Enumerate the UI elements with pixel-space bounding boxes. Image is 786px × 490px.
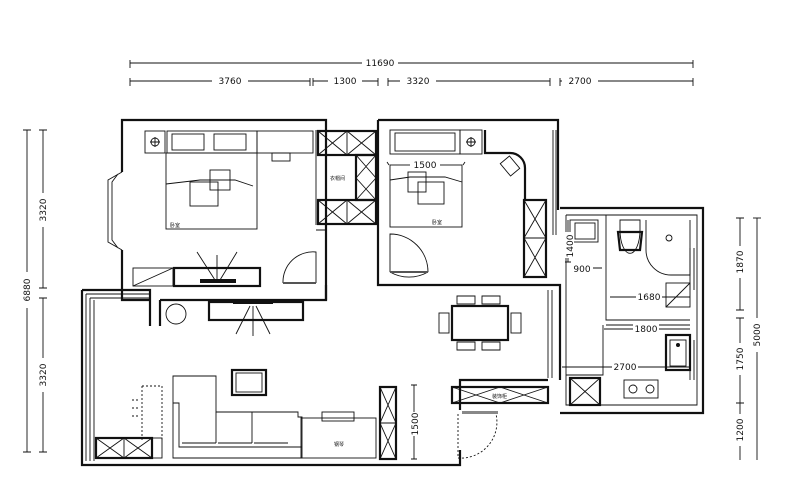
overall-height-label: 6880 xyxy=(23,278,33,301)
right-dimensions: 1870 1750 1200 5000 xyxy=(734,217,763,460)
walk-in-closet-label: 衣帽间 xyxy=(330,175,345,182)
dim-kitchen-width: 2700 xyxy=(614,363,637,373)
dim-bath-kitchen-width: 2700 xyxy=(569,77,592,87)
living-dining: 钢琴 1500 装饰柜 xyxy=(94,295,550,461)
overall-width-label: 11690 xyxy=(366,59,395,69)
dim-living-depth: 3320 xyxy=(39,363,49,386)
dim-master-bedroom-width: 3760 xyxy=(219,77,242,87)
walls xyxy=(80,118,705,467)
dim-kitchen-depth: 1750 xyxy=(736,347,746,370)
walk-in-closet: 衣帽间 xyxy=(316,129,378,226)
master-bedroom: 卧室 xyxy=(132,130,317,288)
overall-right-height: 5000 xyxy=(753,323,763,346)
top-dimensions: 11690 3760 1300 3320 2700 xyxy=(129,57,694,87)
dim-hall-width: 1800 xyxy=(635,325,658,335)
dim-second-bedroom-width: 3320 xyxy=(407,77,430,87)
bath-kitchen: 1400 900 1680 1800 2700 xyxy=(562,219,692,407)
entry-cabinet-label: 装饰柜 xyxy=(492,393,507,400)
dim-corridor-width: 900 xyxy=(573,265,590,275)
dim-closet-width: 1300 xyxy=(334,77,357,87)
second-bedroom: 1500 卧室 xyxy=(386,129,548,279)
dim-bedroom-depth: 3320 xyxy=(39,198,49,221)
dim-bed-width: 1500 xyxy=(414,161,437,171)
dim-entry-width: 1500 xyxy=(411,412,421,435)
piano-label: 钢琴 xyxy=(334,441,344,448)
left-dimensions: 6880 3320 3320 xyxy=(20,129,49,453)
master-bedroom-label: 卧室 xyxy=(170,222,180,229)
second-bedroom-label: 卧室 xyxy=(432,219,442,226)
dim-bath-depth: 1870 xyxy=(736,250,746,273)
dim-corridor-depth: 1400 xyxy=(566,234,576,257)
dim-bottom-depth: 1200 xyxy=(736,418,746,441)
dim-bath-width: 1680 xyxy=(638,293,661,303)
